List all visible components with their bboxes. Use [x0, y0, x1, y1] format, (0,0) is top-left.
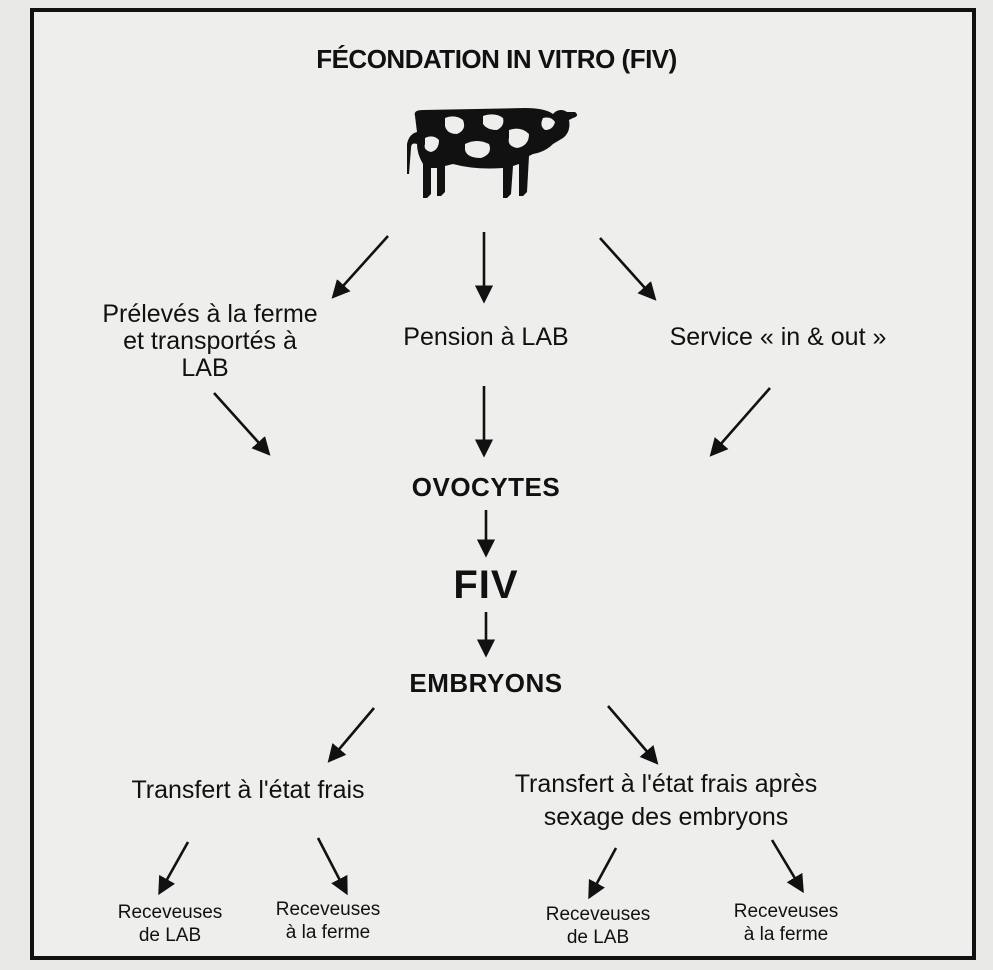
recipient-fresh-lab: Receveuses de LAB [90, 901, 250, 947]
arrow-embryons-to-sexed [607, 705, 659, 765]
transfer-fresh-label: Transfert à l'état frais [131, 776, 365, 804]
arrow-service-to-ovocytes [709, 387, 771, 457]
arrow-cow-to-farm [331, 235, 389, 299]
diagram-title: FÉCONDATION IN VITRO (FIV) [316, 44, 677, 74]
source-farm-line-3: LAB [181, 354, 229, 382]
source-farm-line-2: et transportés à [123, 327, 297, 355]
fiv-label: FIV [453, 563, 519, 607]
recipient-line: à la ferme [285, 922, 371, 943]
transfer-sexed-line-2: sexage des embryons [543, 803, 789, 831]
ovocytes-label: OVOCYTES [411, 472, 561, 502]
source-farm-label: Prélevés à la ferme et transportés à LAB [60, 301, 360, 382]
arrow-fresh-to-farm [316, 837, 348, 896]
recipient-line: Receveuses [545, 904, 651, 925]
transfer-sexed-line-1: Transfert à l'état frais après [514, 770, 818, 798]
recipient-sexed-lab: Receveuses de LAB [518, 903, 678, 949]
transfer-sexed-label: Transfert à l'état frais après sexage de… [476, 768, 856, 834]
source-service-label: Service « in & out » [669, 323, 887, 351]
arrow-sexed-to-farm [770, 839, 804, 894]
embryons-label: EMBRYONS [409, 668, 563, 698]
recipient-line: Receveuses [733, 901, 839, 922]
recipient-line: de LAB [566, 927, 630, 948]
recipient-line: de LAB [138, 925, 202, 946]
recipient-line: à la ferme [743, 924, 829, 945]
recipient-line: Receveuses [117, 902, 223, 923]
arrow-cow-to-service [599, 237, 657, 301]
arrow-sexed-to-lab [588, 847, 618, 900]
cow-icon [407, 108, 578, 198]
recipient-line: Receveuses [275, 899, 381, 920]
recipient-sexed-farm: Receveuses à la ferme [706, 900, 866, 946]
source-farm-line-1: Prélevés à la ferme [102, 300, 318, 328]
recipient-fresh-farm: Receveuses à la ferme [248, 898, 408, 944]
arrow-embryons-to-fresh [327, 707, 375, 763]
source-pension-label: Pension à LAB [403, 323, 569, 351]
arrow-farm-to-ovocytes [213, 392, 271, 456]
arrow-fresh-to-lab [158, 841, 190, 896]
